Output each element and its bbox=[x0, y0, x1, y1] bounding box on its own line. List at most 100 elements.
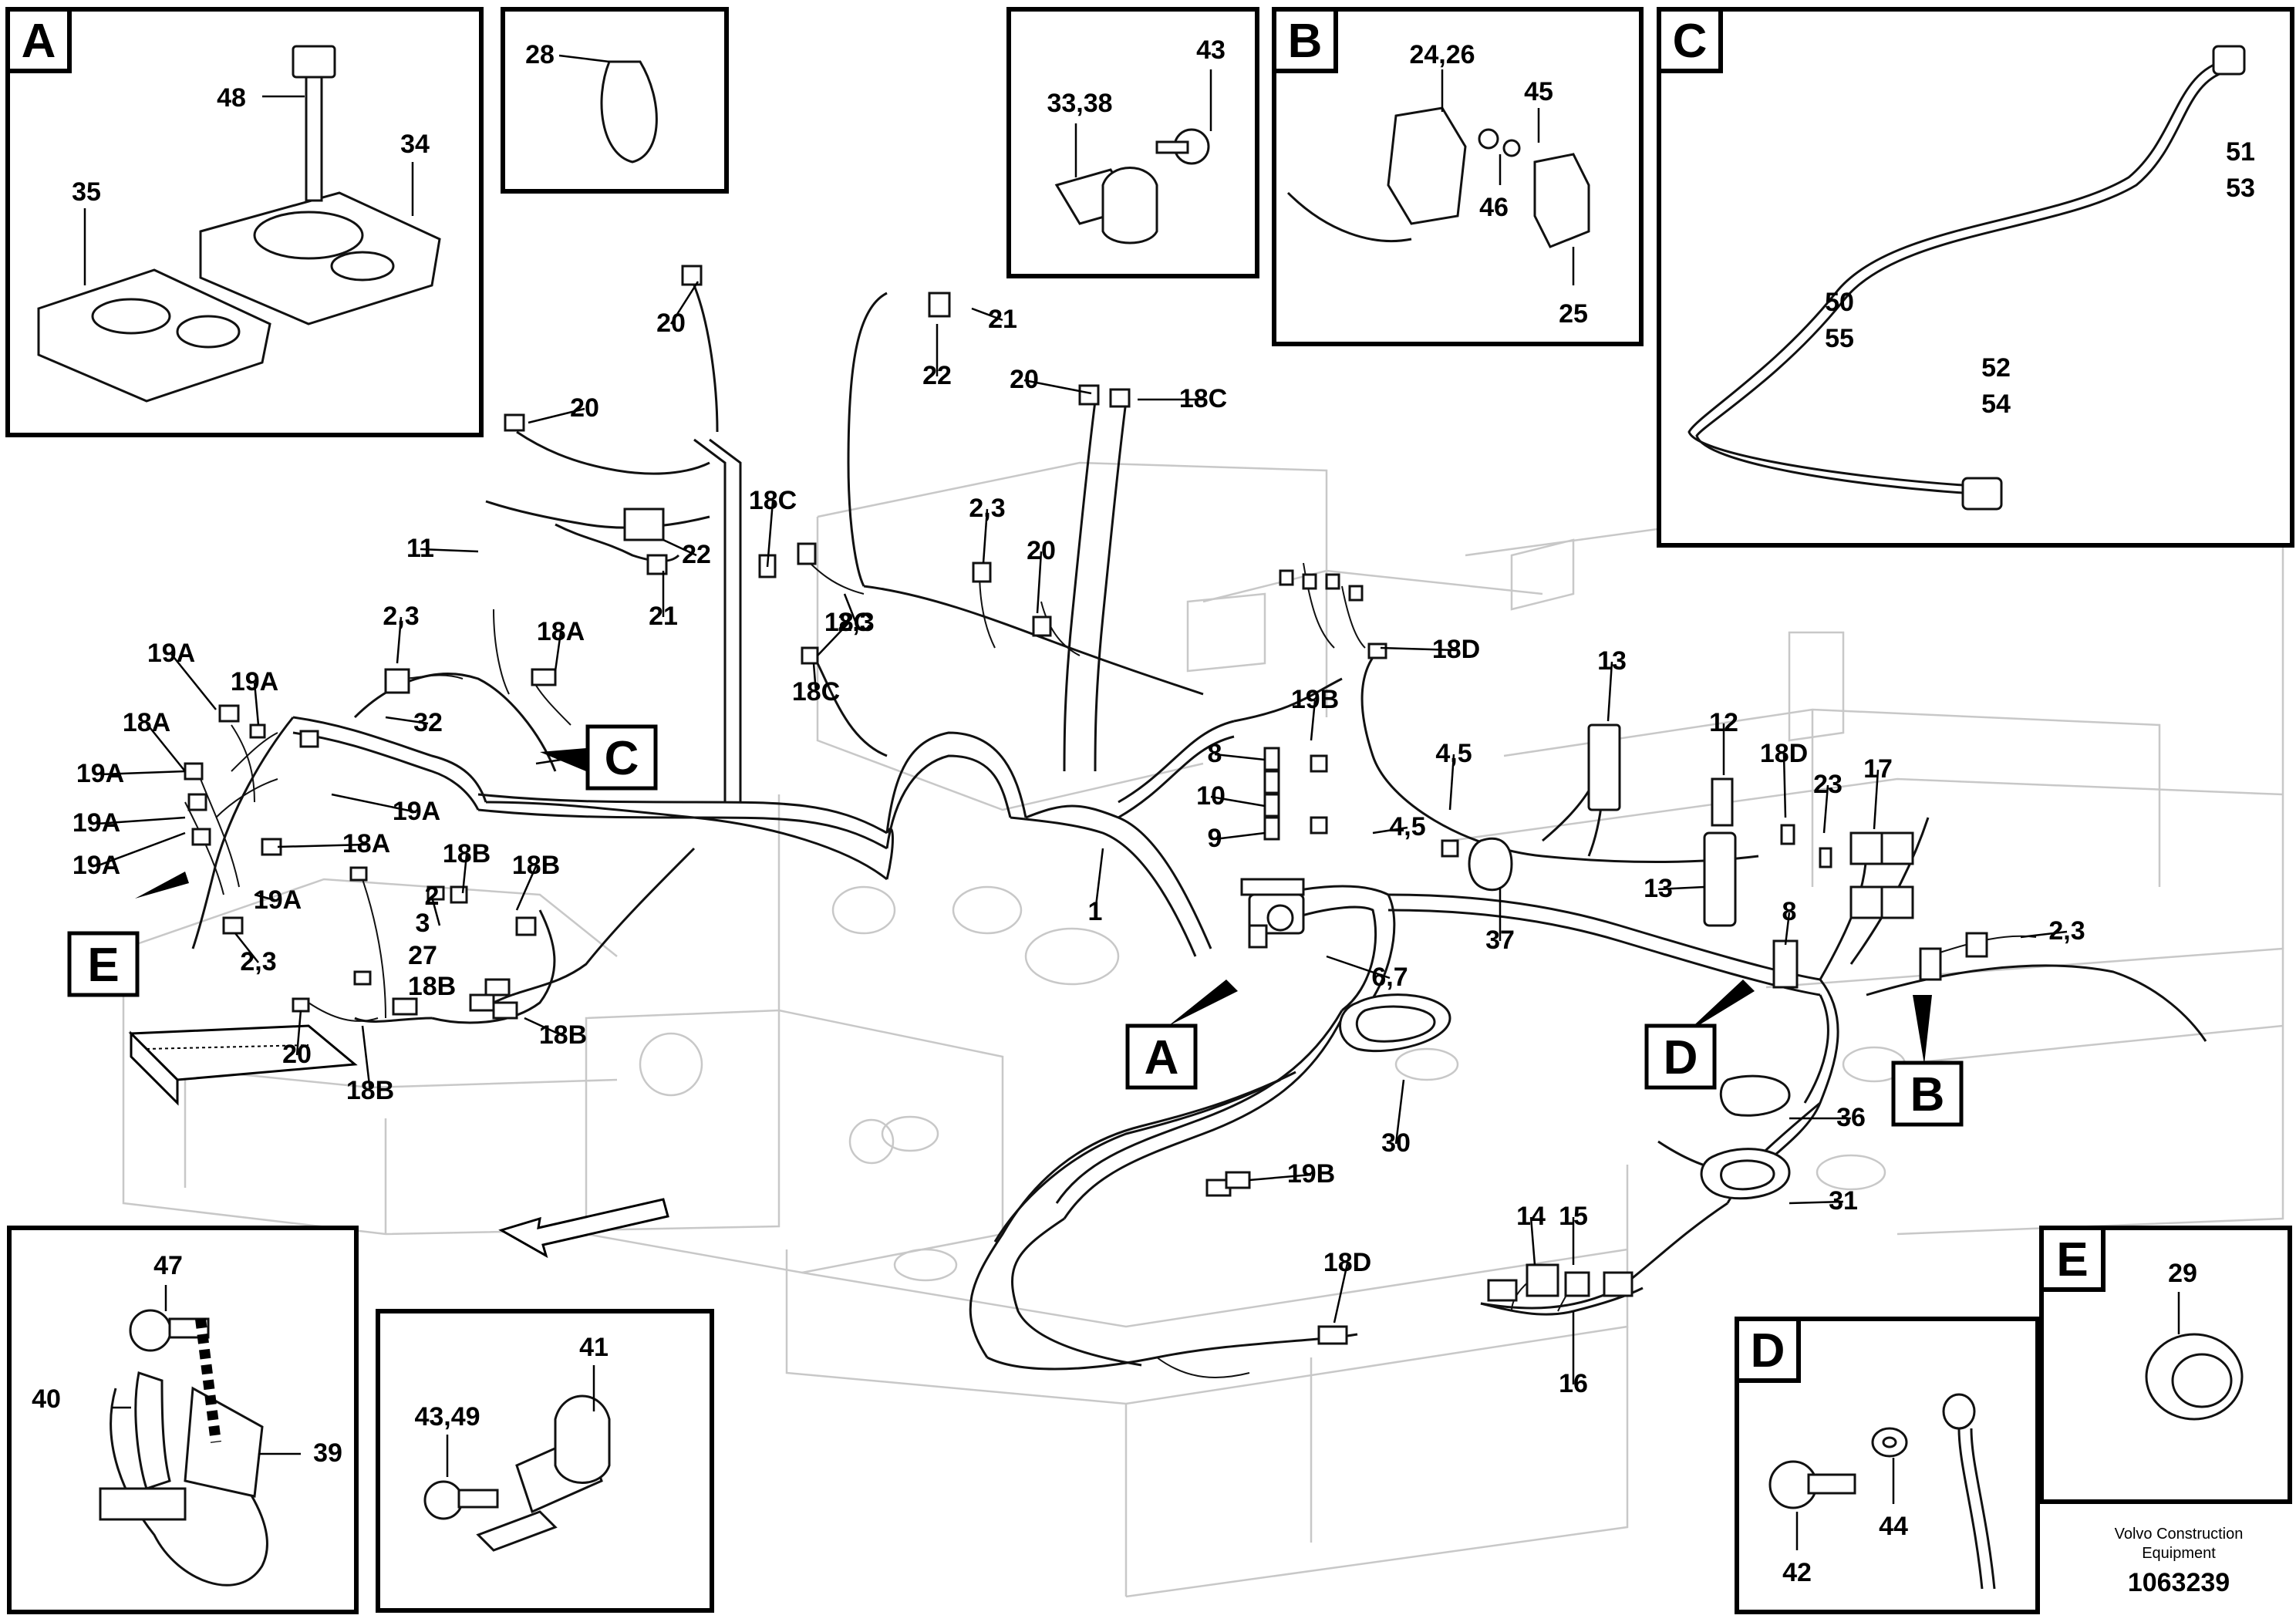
callout-B: B bbox=[1891, 995, 1964, 1127]
leader-line bbox=[515, 865, 538, 911]
leader-line bbox=[99, 770, 186, 776]
leader-line bbox=[430, 896, 441, 926]
leader-line bbox=[1873, 769, 1880, 830]
main-harness bbox=[184, 285, 2207, 1378]
label-55: 55 bbox=[1825, 324, 1854, 353]
leader-line bbox=[1657, 885, 1705, 891]
leader-line bbox=[361, 1025, 372, 1092]
inset-strap: 28 bbox=[501, 7, 729, 194]
part-label: 19A bbox=[72, 851, 120, 880]
leader-line bbox=[254, 893, 278, 902]
label-29: 29 bbox=[2168, 1259, 2197, 1288]
leader-line bbox=[1214, 753, 1266, 761]
leader-line bbox=[96, 816, 186, 825]
leader-line bbox=[528, 407, 585, 424]
label-52: 52 bbox=[1981, 353, 2011, 383]
inset-clamp2: 43,49 41 bbox=[376, 1309, 714, 1613]
leader-line bbox=[295, 1010, 302, 1056]
label-48: 48 bbox=[217, 83, 246, 113]
direction-arrow-icon bbox=[498, 1198, 669, 1259]
label-53: 53 bbox=[2226, 174, 2255, 203]
leader-line bbox=[1822, 784, 1829, 834]
part-label: 12 bbox=[1709, 708, 1738, 737]
part-label: 27 bbox=[408, 941, 437, 970]
leader-line bbox=[1380, 646, 1457, 652]
leader-line bbox=[234, 932, 259, 963]
leader-line bbox=[1214, 831, 1266, 841]
leader-line bbox=[277, 843, 367, 848]
part-label: 21 bbox=[649, 602, 678, 631]
leader-line bbox=[766, 501, 774, 568]
part-label: 2 bbox=[425, 882, 440, 911]
part-label: 13 bbox=[1597, 646, 1627, 676]
inset-tie: 47 40 39 bbox=[7, 1226, 359, 1614]
part-label: 18A bbox=[342, 829, 390, 858]
label-25: 25 bbox=[1559, 299, 1588, 329]
part-label: 2,3 bbox=[969, 494, 1005, 523]
part-label: 15 bbox=[1559, 1202, 1588, 1231]
label-34: 34 bbox=[400, 130, 430, 159]
leader-line bbox=[1448, 754, 1455, 811]
label-33-38: 33,38 bbox=[1047, 89, 1112, 118]
part-label: 4,5 bbox=[1435, 739, 1472, 768]
part-label: 18C bbox=[792, 677, 840, 706]
callout-A: A bbox=[1125, 980, 1238, 1090]
part-label: 20 bbox=[570, 393, 599, 423]
part-label: 9 bbox=[1208, 824, 1222, 853]
machine-frame-outline bbox=[122, 461, 2284, 1598]
leader-line bbox=[554, 632, 562, 672]
leader-line bbox=[396, 616, 403, 664]
inset-clip: 33,38 43 bbox=[1006, 7, 1259, 278]
part-label: 18C bbox=[1179, 384, 1227, 413]
part-label: 3 bbox=[416, 909, 430, 938]
callout-C: C bbox=[535, 724, 658, 791]
part-label: 20 bbox=[282, 1040, 312, 1069]
part-label: 2,3 bbox=[2048, 916, 2085, 946]
company-line2: Equipment bbox=[2142, 1545, 2216, 1562]
svg-text:E: E bbox=[87, 939, 119, 992]
label-41: 41 bbox=[579, 1333, 609, 1362]
part-label: 30 bbox=[1381, 1128, 1411, 1158]
part-label: 18D bbox=[1432, 635, 1480, 664]
inset-B: B 24,26 45 46 25 bbox=[1272, 7, 1644, 346]
part-label: 11 bbox=[406, 534, 434, 563]
leader-line bbox=[1326, 955, 1391, 980]
label-24-26: 24,26 bbox=[1409, 40, 1475, 69]
leader-line bbox=[331, 793, 417, 814]
leader-line bbox=[461, 854, 468, 894]
leader-line bbox=[1607, 661, 1613, 722]
label-35: 35 bbox=[72, 177, 101, 207]
leader-line bbox=[1782, 754, 1787, 818]
leader-line bbox=[253, 682, 260, 726]
part-label: 18D bbox=[1760, 739, 1808, 768]
leader-line bbox=[669, 281, 700, 325]
leader-line bbox=[663, 538, 697, 557]
label-44: 44 bbox=[1879, 1512, 1908, 1541]
leader-line bbox=[812, 663, 818, 693]
leader-line bbox=[982, 508, 989, 564]
part-label: 19A bbox=[72, 808, 120, 838]
leader-line bbox=[96, 831, 186, 868]
label-46: 46 bbox=[1479, 193, 1509, 222]
leader-line bbox=[1789, 1200, 1844, 1205]
part-label: 22 bbox=[922, 361, 952, 390]
leader-line bbox=[1210, 795, 1266, 808]
leader-line bbox=[1394, 1079, 1405, 1145]
part-label: 18B bbox=[539, 1020, 587, 1050]
part-label: 23 bbox=[1813, 770, 1843, 799]
leader-line bbox=[146, 723, 186, 772]
leader-line bbox=[1023, 379, 1092, 395]
label-43-49: 43,49 bbox=[414, 1402, 480, 1431]
callout-E: E bbox=[67, 872, 189, 997]
part-label: 19B bbox=[1291, 685, 1339, 714]
part-label: 20 bbox=[1027, 536, 1056, 565]
label-40: 40 bbox=[32, 1384, 61, 1414]
leader-line bbox=[1784, 912, 1791, 946]
part-label: 18B bbox=[408, 972, 456, 1001]
callout-D: D bbox=[1644, 980, 1755, 1090]
part-label: 2,3 bbox=[383, 602, 419, 631]
inset-D: D 42 44 bbox=[1735, 1317, 2040, 1614]
inset-C-letter: C bbox=[1673, 15, 1708, 68]
leader-line bbox=[420, 548, 479, 553]
